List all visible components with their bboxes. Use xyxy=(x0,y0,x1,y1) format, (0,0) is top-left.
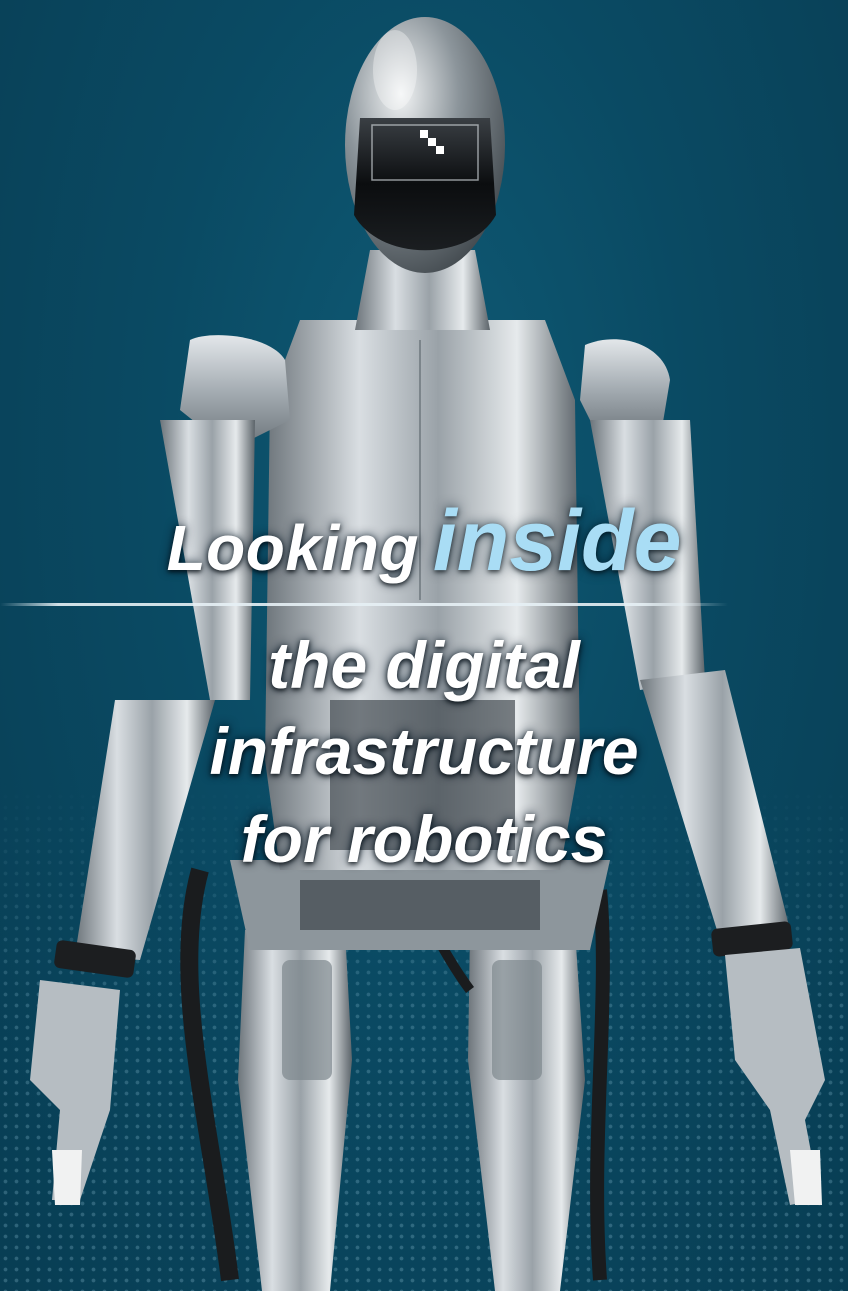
right-forearm xyxy=(640,670,790,940)
headline-line-2: the digital xyxy=(0,632,848,698)
headline-line-4: for robotics xyxy=(0,806,848,872)
headline-line-3: infrastructure xyxy=(0,718,848,784)
headline-word-looking: Looking xyxy=(166,512,419,584)
headline-line-4-text: for robotics xyxy=(240,802,608,876)
right-hand xyxy=(725,948,825,1205)
headline-word-inside: inside xyxy=(432,493,682,589)
headline-divider xyxy=(0,603,728,606)
headline-line-3-text: infrastructure xyxy=(209,714,639,788)
visor xyxy=(354,118,496,251)
left-hand xyxy=(30,980,120,1200)
neck xyxy=(355,250,490,330)
headline-line-2-text: the digital xyxy=(268,628,580,702)
right-shoulder xyxy=(580,339,670,440)
left-forearm xyxy=(75,700,215,960)
